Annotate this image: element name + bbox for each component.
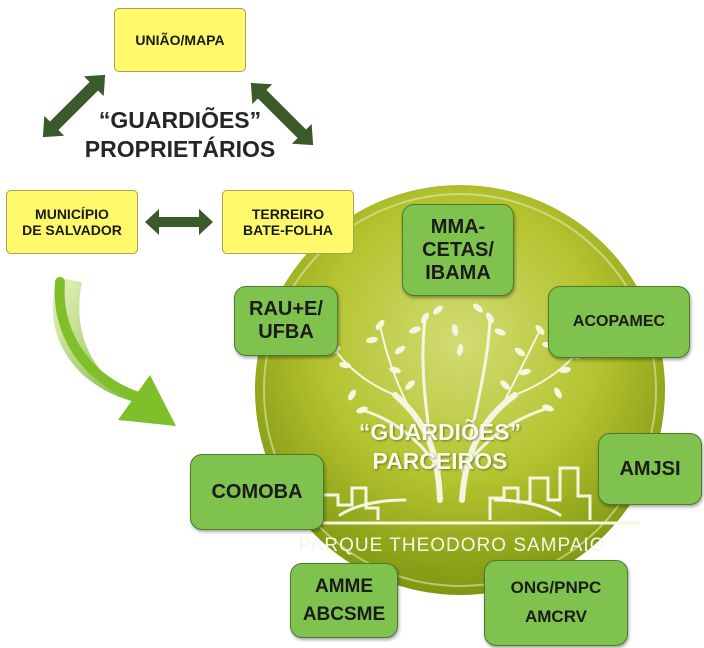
owner-uniao-label: UNIÃO/MAPA [135, 31, 225, 48]
partners-title-line1: “GUARDIÕES” [358, 419, 522, 445]
partner-rau-line2: UFBA [258, 321, 314, 343]
partner-box-amme: AMME ABCSME [290, 563, 398, 638]
partner-ong-line2: AMCRV [524, 607, 588, 626]
park-name: PARQUE THEODORO SAMPAIO [298, 535, 606, 556]
partner-amjsi-label: AMJSI [619, 457, 681, 480]
owner-terreiro-line2: BATE-FOLHA [243, 222, 333, 238]
owners-title-line2: PROPRIETÁRIOS [84, 136, 276, 162]
double-arrow-icon-horizontal [145, 209, 213, 235]
partner-comoba-label: COMOBA [211, 480, 303, 503]
double-arrow-icon-left [42, 74, 106, 138]
partners-title: “GUARDIÕES” PARCEIROS [340, 418, 540, 476]
owner-box-terreiro: TERREIRO BATE-FOLHA [222, 190, 354, 254]
partner-box-amjsi: AMJSI [598, 433, 702, 505]
skyline-icon [320, 466, 592, 520]
partner-mma-line1: MMA- [430, 215, 486, 238]
partner-box-ong: ONG/PNPC AMCRV [484, 560, 628, 646]
partner-box-acopamec: ACOPAMEC [548, 286, 690, 358]
owners-title: “GUARDIÕES” PROPRIETÁRIOS [80, 106, 280, 164]
partner-box-mma: MMA- CETAS/ IBAMA [402, 204, 514, 296]
owner-municipio-line1: MUNICÍPIO [35, 205, 109, 222]
double-arrow-icon-right [250, 82, 314, 146]
owner-box-municipio: MUNICÍPIO DE SALVADOR [6, 190, 138, 254]
owner-terreiro-line1: TERREIRO [251, 205, 325, 222]
partner-mma-line3: IBAMA [425, 261, 491, 284]
owner-municipio-line2: DE SALVADOR [22, 222, 122, 238]
partner-acopamec-label: ACOPAMEC [572, 312, 666, 330]
partner-ong-line1: ONG/PNPC [510, 578, 602, 598]
partner-amme-line2: ABCSME [302, 603, 386, 625]
partner-box-comoba: COMOBA [190, 454, 324, 530]
swoosh-arrow-icon [52, 277, 176, 426]
partner-mma-line2: CETAS/ [422, 238, 494, 261]
partner-rau-line1: RAU+E/ [249, 298, 323, 320]
tree-icon [334, 318, 576, 517]
owner-box-uniao: UNIÃO/MAPA [114, 8, 246, 72]
partners-title-line2: PARCEIROS [372, 448, 508, 474]
park-circle-inner-ring [263, 193, 657, 587]
owners-title-line1: “GUARDIÕES” [98, 107, 262, 133]
partner-box-rau: RAU+E/ UFBA [234, 286, 338, 356]
partner-amme-line1: AMME [314, 575, 374, 597]
